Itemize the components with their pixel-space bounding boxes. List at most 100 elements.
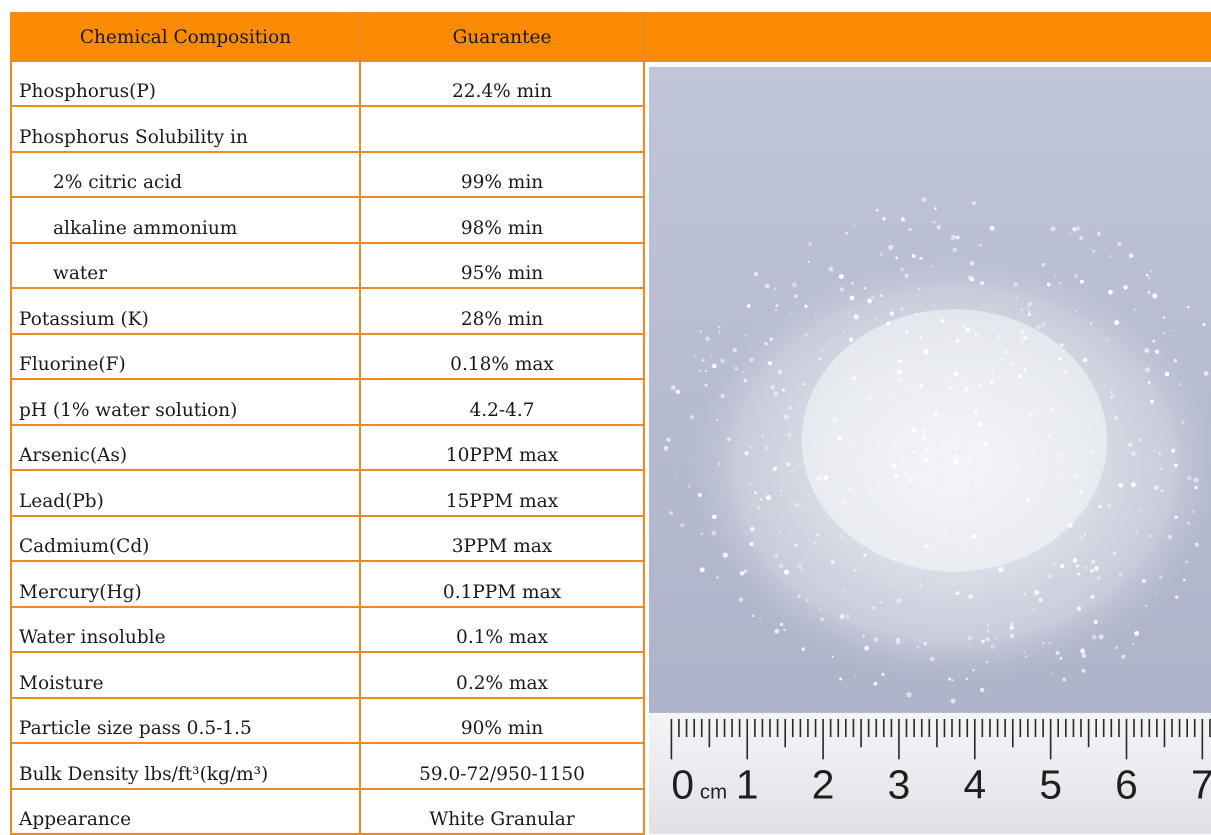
granule: [739, 571, 744, 576]
granule: [919, 383, 924, 388]
granule: [1091, 249, 1096, 253]
table-header-row: Chemical Composition Guarantee: [10, 12, 1211, 62]
granule: [952, 247, 958, 253]
granule: [813, 542, 817, 545]
granules-photo-image: 01234567cm: [649, 67, 1210, 834]
granule: [1091, 634, 1097, 640]
granule: [1090, 559, 1096, 565]
granule: [820, 483, 826, 488]
granule: [1048, 642, 1051, 645]
granule: [1110, 428, 1113, 431]
granule: [1009, 363, 1013, 367]
granule: [1023, 593, 1026, 596]
granule: [879, 601, 882, 604]
granule: [1134, 631, 1140, 636]
granule: [1023, 368, 1027, 372]
granule: [873, 637, 878, 642]
granule: [972, 545, 976, 550]
granule: [1122, 513, 1125, 516]
granule: [1004, 350, 1008, 354]
granule: [955, 338, 960, 344]
ruler-number: 4: [963, 762, 986, 808]
granule: [675, 389, 681, 395]
granule: [1059, 282, 1062, 285]
granule: [699, 369, 702, 373]
granule: [880, 464, 886, 470]
granule: [1118, 482, 1124, 488]
product-photo-cell: 01234567cm: [643, 60, 1211, 834]
table-row: pH (1% water solution) 4.2-4.7: [10, 378, 1211, 426]
granule: [1060, 563, 1065, 569]
header-photo-blank: [643, 12, 1211, 62]
guarantee-cell: 99% min: [359, 150, 645, 199]
granule: [875, 208, 879, 212]
granule: [1027, 302, 1033, 307]
granule: [1193, 477, 1199, 483]
granule: [1009, 622, 1014, 626]
table-row: Fluorine(F) 0.18% max: [10, 332, 1211, 381]
granule: [1171, 448, 1176, 453]
table-row: Potassium (K) 28% min: [10, 287, 1211, 335]
granule: [772, 466, 778, 472]
granule: [1029, 463, 1033, 466]
composition-cell: Potassium (K): [10, 287, 361, 335]
granule: [1128, 442, 1133, 447]
guarantee-cell: 3PPM max: [359, 514, 645, 563]
guarantee-cell: 0.2% max: [359, 651, 645, 699]
composition-cell: Phosphorus Solubility in: [10, 105, 361, 153]
granule: [995, 341, 999, 345]
granule: [934, 505, 937, 508]
granule: [848, 337, 854, 342]
granule: [1042, 642, 1045, 645]
granule: [1054, 273, 1057, 277]
granule: [972, 669, 975, 672]
composition-cell: 2% citric acid: [10, 150, 361, 199]
granule: [942, 396, 945, 400]
table-row: Phosphorus(P) 22.4% min: [10, 59, 1211, 834]
granule: [791, 282, 798, 288]
granule: [901, 535, 903, 537]
granule: [851, 376, 856, 381]
granule: [1162, 316, 1166, 319]
composition-cell: Appearance: [10, 787, 361, 835]
granule: [870, 295, 875, 300]
granule: [1019, 330, 1024, 335]
granule: [1181, 420, 1185, 424]
granule: [1059, 453, 1063, 457]
granule: [1032, 338, 1035, 341]
granule: [993, 550, 997, 555]
table-row: Particle size pass 0.5-1.5 90% min: [10, 696, 1211, 745]
granule: [975, 511, 979, 515]
granule: [774, 287, 777, 290]
granule: [754, 491, 757, 494]
granule: [1093, 565, 1099, 571]
guarantee-cell: 0.1% max: [359, 605, 645, 654]
granule: [1096, 231, 1102, 236]
granule: [1178, 383, 1181, 386]
granule: [843, 429, 847, 433]
granule: [924, 311, 928, 314]
granule: [794, 502, 800, 508]
granule: [764, 283, 770, 289]
granule: [1075, 475, 1080, 479]
granule: [941, 563, 945, 566]
granule: [700, 532, 703, 535]
granule: [789, 312, 792, 315]
granule: [1090, 322, 1093, 325]
granule: [929, 656, 935, 662]
granule: [853, 224, 856, 227]
granule: [1062, 677, 1067, 682]
granule: [983, 441, 989, 446]
granule: [968, 594, 974, 599]
granule: [934, 304, 937, 307]
granule: [1138, 438, 1142, 442]
granule: [820, 617, 824, 621]
granule: [953, 458, 959, 465]
granule: [1034, 515, 1039, 520]
granule: [905, 330, 909, 335]
granule: [879, 252, 883, 256]
granule: [1167, 534, 1173, 540]
composition-cell: Particle size pass 0.5-1.5: [10, 696, 361, 745]
granule: [876, 546, 880, 551]
granule: [744, 333, 747, 336]
